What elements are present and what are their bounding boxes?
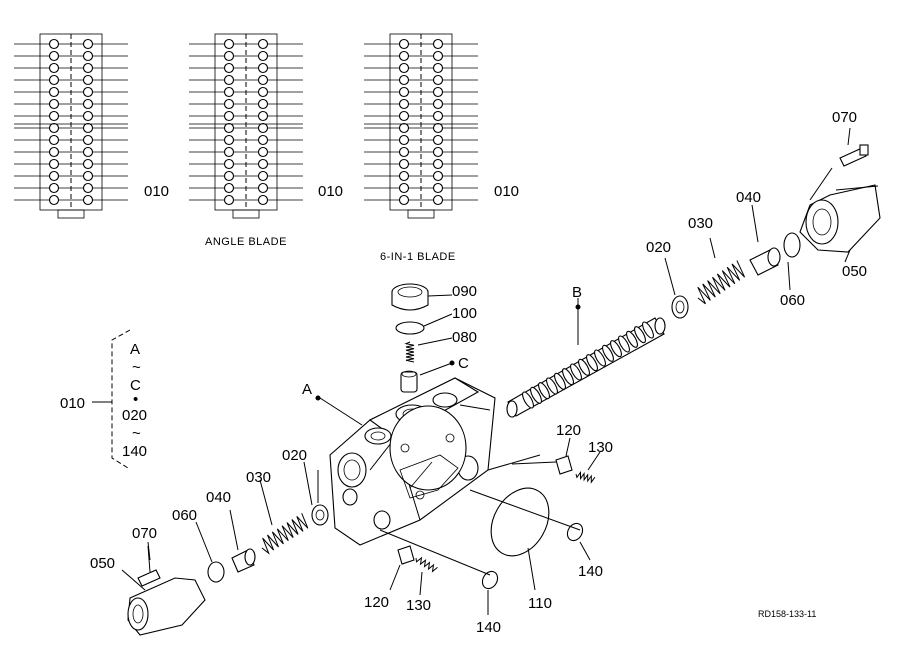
callout-040-left: 040 <box>206 489 231 506</box>
marker-a-dot <box>315 395 321 401</box>
screw-130-bottom <box>415 556 438 573</box>
o-ring-140-right <box>566 522 584 542</box>
range-note-ref: 010 <box>60 395 85 412</box>
assembly-ref-2: 010 <box>318 183 343 200</box>
range-note-from-2: 020 <box>122 407 147 424</box>
o-ring-top <box>395 321 425 335</box>
o-ring-right <box>783 232 801 258</box>
range-note-tilde-1: ~ <box>132 359 141 376</box>
callout-130-bottom: 130 <box>406 597 431 614</box>
spring-top <box>404 341 415 363</box>
seat-right <box>671 295 689 319</box>
spool <box>506 317 666 418</box>
retainer-right <box>749 247 781 276</box>
callout-040-right: 040 <box>736 189 761 206</box>
marker-c: C <box>458 355 469 372</box>
leader-lines <box>121 127 851 615</box>
cap-left <box>127 577 206 636</box>
callout-050-right: 050 <box>842 263 867 280</box>
callout-020-right: 020 <box>646 239 671 256</box>
o-ring-140-bottom <box>481 570 499 590</box>
spring-right <box>697 260 746 305</box>
bolt-right <box>809 144 869 201</box>
callout-100: 100 <box>452 305 477 322</box>
callout-070-left: 070 <box>132 525 157 542</box>
callout-120-bottom: 120 <box>364 594 389 611</box>
range-note-dot: • <box>133 391 138 408</box>
plug-120-bottom <box>397 545 415 565</box>
valve-stack-2 <box>189 33 303 219</box>
callout-030-right: 030 <box>688 215 713 232</box>
o-ring-left <box>207 561 225 583</box>
range-bracket <box>92 329 131 469</box>
spring-left <box>261 513 309 555</box>
screw-130-right <box>575 470 596 484</box>
bolt-left <box>137 545 161 587</box>
callout-050-left: 050 <box>90 555 115 572</box>
marker-b: B <box>572 284 582 301</box>
callout-130-right: 130 <box>588 439 613 456</box>
seat-left <box>311 504 329 526</box>
check-poppet <box>400 370 418 393</box>
callout-110: 110 <box>528 595 552 612</box>
callout-090: 090 <box>452 283 477 300</box>
marker-b-dot <box>575 304 581 310</box>
callout-140-bottom: 140 <box>476 619 501 636</box>
assembly-ref-3: 010 <box>494 183 519 200</box>
assembly-caption-6-in-1-blade: 6-IN-1 BLADE <box>380 251 456 263</box>
drawing-id: RD158-133-11 <box>758 609 816 619</box>
callout-140-right: 140 <box>578 563 603 580</box>
callout-080: 080 <box>452 329 477 346</box>
range-note-from: A <box>130 341 140 358</box>
valve-stack-group <box>14 33 478 219</box>
range-note-to: C <box>130 377 141 394</box>
plug-120-right <box>511 455 573 475</box>
spool-lands <box>522 321 654 409</box>
cap-right <box>799 184 881 253</box>
assembly-ref-1: 010 <box>144 183 169 200</box>
valve-stack-3 <box>364 33 478 219</box>
callout-020-left: 020 <box>282 447 307 464</box>
callout-060-right: 060 <box>780 292 805 309</box>
marker-a: A <box>302 381 312 398</box>
valve-body <box>329 377 541 546</box>
callout-030-left: 030 <box>246 469 271 486</box>
range-note-to-2: 140 <box>122 443 147 460</box>
retainer-left <box>231 548 256 573</box>
marker-c-dot <box>449 360 455 366</box>
plug-top <box>391 283 429 311</box>
assembly-caption-angle-blade: ANGLE BLADE <box>205 236 287 248</box>
callout-070-right: 070 <box>832 109 857 126</box>
range-note-tilde-2: ~ <box>132 425 141 442</box>
valve-stack-1 <box>14 33 128 219</box>
callout-060-left: 060 <box>172 507 197 524</box>
callout-120-right: 120 <box>556 422 581 439</box>
gasket-110 <box>490 487 550 557</box>
